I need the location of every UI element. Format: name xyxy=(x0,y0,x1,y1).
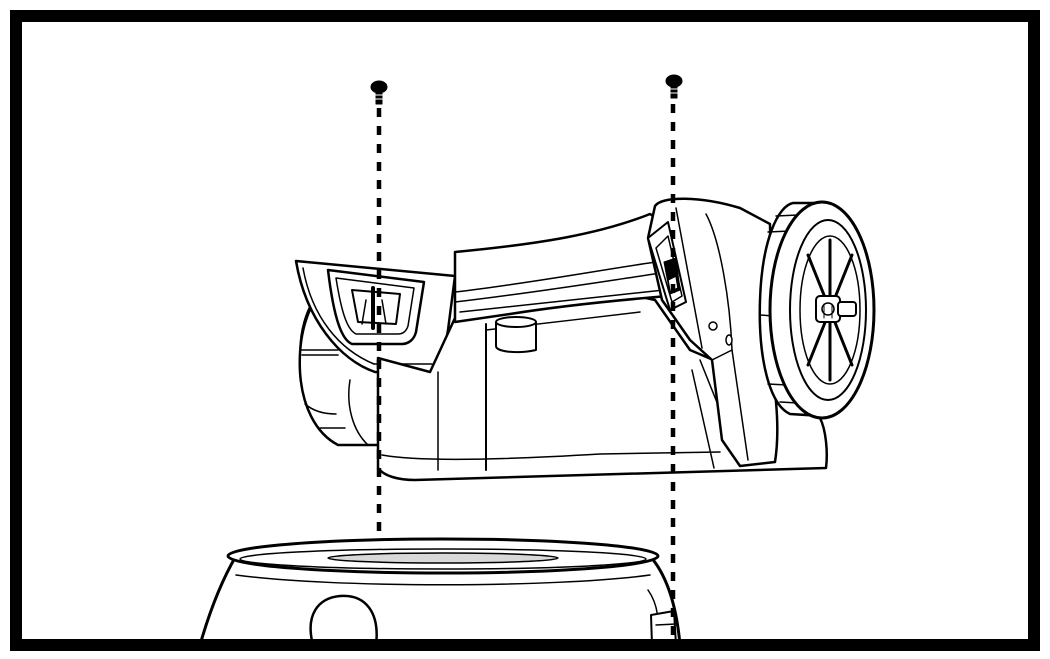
bracket xyxy=(294,259,457,374)
cradle xyxy=(376,212,828,482)
base-cylinder xyxy=(200,537,681,639)
diagram-frame xyxy=(10,10,1040,651)
knob-right xyxy=(758,200,876,420)
screw-left xyxy=(370,80,388,105)
screw-right xyxy=(665,74,683,99)
